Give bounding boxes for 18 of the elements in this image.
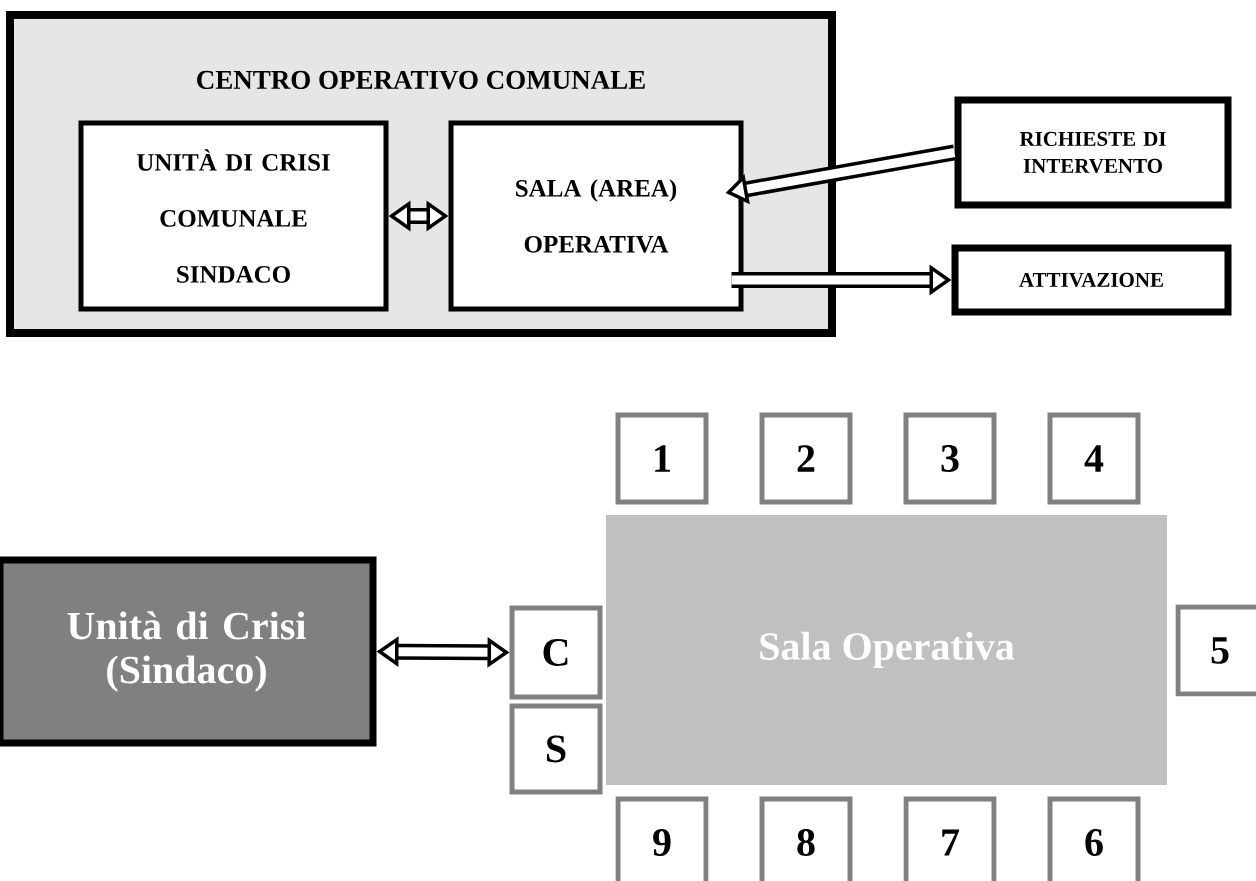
- process-box: ATTIVAZIONE: [951, 244, 1232, 316]
- seat-box: 4: [1047, 412, 1141, 505]
- seat-box: 9: [615, 796, 709, 881]
- process-box: SALA (AREA) OPERATIVA: [448, 120, 744, 312]
- room-table: Sala Operativa: [606, 515, 1167, 785]
- seat-box: C: [509, 605, 603, 700]
- seat-box: 8: [759, 796, 853, 881]
- unit-box: Unità di Crisi (Sindaco): [0, 556, 377, 747]
- seat-box: 5: [1175, 604, 1256, 697]
- process-box: RICHIESTE DI INTERVENTO: [954, 96, 1232, 209]
- panel-heading: CENTRO OPERATIVO COMUNALE: [197, 70, 645, 90]
- seat-box: 7: [903, 796, 997, 881]
- seat-box: 2: [759, 412, 853, 505]
- seat-box: 3: [903, 412, 997, 505]
- seat-box: 6: [1047, 796, 1141, 881]
- process-box: UNITÀ DI CRISI COMUNALE SINDACO: [78, 120, 389, 312]
- seat-box: 1: [615, 412, 709, 505]
- seat-box: S: [509, 703, 603, 795]
